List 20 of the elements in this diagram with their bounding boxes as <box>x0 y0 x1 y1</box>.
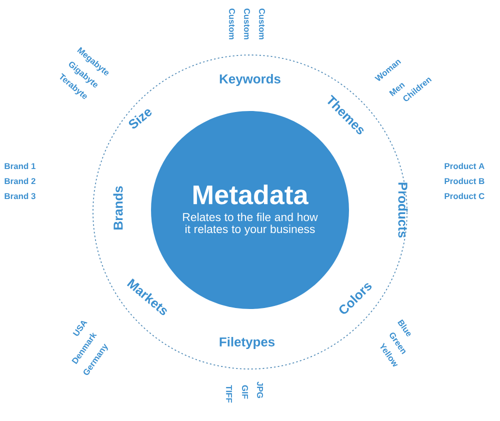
value-label: Men <box>389 83 405 96</box>
value-label: TIFF <box>226 385 232 403</box>
value-label: Custom <box>229 8 235 40</box>
category-label: Size <box>128 109 152 128</box>
value-label: Product B <box>444 178 484 184</box>
description-text: Relates to the file and how it relates to your business <box>183 212 318 236</box>
value-label: Brand 2 <box>4 178 36 184</box>
value-label: Brand 1 <box>4 162 36 170</box>
category-label: Keywords <box>220 74 280 86</box>
category-label: Brands <box>113 186 123 230</box>
value-label: Brand 3 <box>4 192 36 200</box>
title-text: Metadata <box>194 184 308 204</box>
value-label: Product C <box>444 192 484 200</box>
value-label: GIF <box>242 385 248 399</box>
value-label: Product A <box>444 162 484 170</box>
value-label: Custom <box>259 8 265 40</box>
value-label: Custom <box>244 8 250 40</box>
category-label: Products <box>398 182 408 238</box>
value-label: JPG <box>257 382 263 398</box>
category-label: Filetypes <box>220 336 275 350</box>
